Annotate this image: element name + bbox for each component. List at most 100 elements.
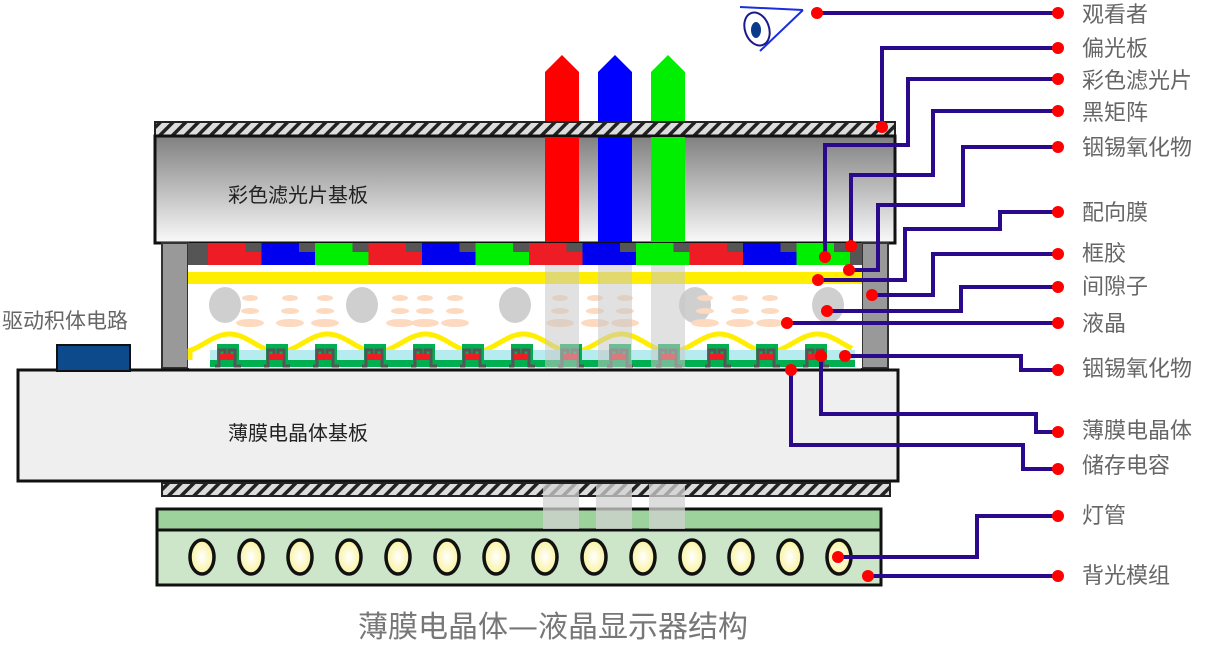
leader-marker — [1052, 7, 1064, 19]
leader-marker — [845, 240, 857, 252]
leader-marker — [839, 350, 851, 362]
color-filter-substrate — [153, 134, 897, 245]
label-ito-bottom: 铟锡氧化物 — [1082, 357, 1192, 382]
liquid-crystal-molecule — [282, 295, 298, 301]
leader-line — [838, 514, 1058, 559]
color-filter-red — [208, 243, 246, 252]
label-list: 观看者 偏光板 彩色滤光片 黑矩阵 铟锡氧化物 配向膜 框胶 间隙子 液晶 铟锡… — [1082, 3, 1192, 589]
leader-marker — [819, 251, 831, 263]
leader-line — [849, 109, 1058, 246]
leader-marker — [1052, 281, 1064, 293]
liquid-crystal-molecule — [416, 308, 434, 314]
leader-marker — [862, 570, 874, 582]
leader-line — [789, 370, 1058, 471]
liquid-crystal-molecule — [317, 295, 333, 301]
lamp — [482, 538, 510, 576]
lamp — [188, 538, 216, 576]
color-filter-green — [475, 243, 513, 252]
leader-marker — [866, 289, 878, 301]
leader-marker — [876, 121, 888, 133]
spacer — [346, 287, 378, 323]
label-tft: 薄膜电晶体 — [1082, 419, 1192, 444]
color-filter-red — [208, 252, 262, 265]
leader-marker — [1052, 426, 1064, 438]
tft-electrode — [509, 348, 535, 368]
light-beam-translucent — [651, 265, 685, 369]
diagram-title: 薄膜电晶体—液晶显示器结构 — [358, 610, 748, 645]
leader-marker — [832, 551, 844, 563]
leader-marker — [1052, 206, 1064, 218]
leader-marker — [1052, 73, 1064, 85]
color-filter-red — [529, 243, 567, 252]
color-filter-blue — [422, 252, 476, 265]
light-beam — [545, 137, 579, 242]
label-storage-capacitor: 储存电容 — [1082, 454, 1170, 479]
lamp-array — [188, 538, 853, 576]
leader-marker — [1052, 317, 1064, 329]
lamp — [727, 538, 755, 576]
tft-channel — [514, 354, 528, 360]
label-spacer: 间隙子 — [1082, 275, 1148, 300]
light-beams-front — [545, 137, 685, 242]
tft-electrode — [215, 348, 241, 368]
lamp — [335, 538, 363, 576]
driver-ic — [56, 344, 131, 372]
liquid-crystal-molecule — [697, 295, 713, 301]
tft-channel — [367, 354, 381, 360]
tft-electrode — [460, 348, 486, 368]
leader-marker — [1052, 141, 1064, 153]
leader-line — [818, 210, 1058, 282]
liquid-crystal-molecule — [761, 308, 779, 314]
tft-substrate-label: 薄膜电晶体基板 — [228, 421, 368, 445]
label-black-matrix: 黑矩阵 — [1082, 101, 1148, 126]
label-ito-top: 铟锡氧化物 — [1082, 136, 1192, 161]
leader-line — [845, 354, 1058, 372]
liquid-crystal-layer — [209, 287, 844, 327]
driver-ic-label: 驱动积体电路 — [2, 309, 128, 333]
light-beam — [598, 137, 632, 242]
leader-line — [823, 77, 1058, 257]
tft-channel — [416, 354, 430, 360]
tft-electrode — [705, 348, 731, 368]
color-filter-green — [315, 243, 353, 252]
color-filter-array — [188, 243, 862, 265]
light-beam-translucent — [649, 484, 685, 529]
liquid-crystal-molecule — [732, 295, 748, 301]
color-filter-blue — [743, 243, 781, 252]
color-filter-substrate-label: 彩色滤光片基板 — [228, 183, 368, 207]
color-filter-red — [368, 243, 406, 252]
color-filter-red — [529, 252, 583, 265]
color-filter-blue — [743, 252, 797, 265]
label-liquid-crystal: 液晶 — [1082, 312, 1126, 337]
diffuser-plate — [155, 507, 883, 532]
leader-line — [872, 252, 1058, 297]
tft-channel — [269, 354, 283, 360]
tft-channel — [220, 354, 234, 360]
leader-line — [819, 356, 1058, 434]
liquid-crystal-molecule — [391, 308, 409, 314]
lamp — [776, 538, 804, 576]
leader-marker — [815, 350, 827, 362]
leader-marker — [812, 274, 824, 286]
spacer — [812, 287, 844, 323]
tft-electrode — [411, 348, 437, 368]
leader-marker — [1052, 105, 1064, 117]
liquid-crystal-molecule — [756, 319, 784, 327]
label-viewer: 观看者 — [1082, 3, 1148, 28]
leader-marker — [1052, 510, 1064, 522]
lamp — [433, 538, 461, 576]
liquid-crystal-molecule — [726, 319, 754, 327]
light-beam-translucent — [598, 265, 632, 369]
lamp — [629, 538, 657, 576]
label-lamp: 灯管 — [1082, 504, 1126, 529]
tft-channel — [759, 354, 773, 360]
leader-marker — [1052, 42, 1064, 54]
liquid-crystal-molecule — [236, 319, 264, 327]
color-filter-blue — [261, 252, 315, 265]
leader-line — [849, 145, 1058, 272]
tft-electrode — [754, 348, 780, 368]
liquid-crystal-molecule — [241, 308, 259, 314]
leader-line — [880, 46, 1058, 127]
light-arrows — [545, 55, 685, 136]
